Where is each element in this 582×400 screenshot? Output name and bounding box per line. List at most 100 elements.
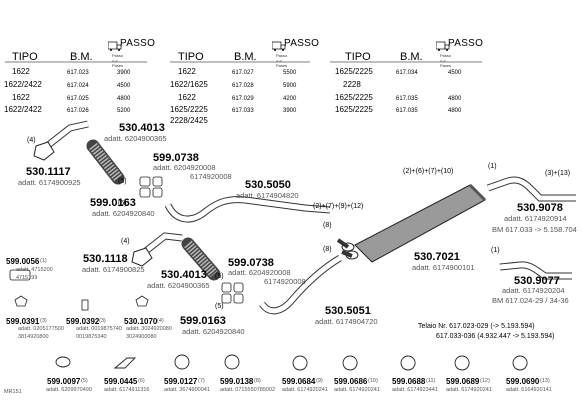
clamp-599-0738-bottom (221, 282, 244, 304)
intermediate-pipe-530-5051 (259, 254, 342, 315)
clamp-sub-0688: adatt. 6174923441 (392, 387, 438, 393)
ref-530-1118: (4) (121, 238, 130, 245)
table3-row3-passo: 4800 (448, 96, 462, 102)
table2-passo-badge: PASSO Passo <-> Pases (271, 38, 319, 68)
table3-row1-passo: 4500 (448, 70, 462, 76)
table2-row2-passo: 5900 (283, 83, 297, 89)
adatt2-530-1070: 3024900080 (126, 334, 157, 340)
table2-row5-tipo: 2228/2425 (170, 116, 208, 125)
part-number-599-0392: 599.0392 (66, 317, 100, 326)
table3-row4-bm: 617.035 (396, 108, 418, 114)
table3-row2-tipo: 2228 (343, 80, 361, 89)
clamp-pn-0684: 599.0684 (282, 377, 316, 386)
clamp-ref-0127: (7) (198, 378, 205, 384)
table3-passo-label: PASSO (448, 38, 484, 49)
ref-530-7021-top: (2)+(6)+(7)+(10) (403, 168, 454, 175)
part-bm-530-9077: BM 617.024-29 / 34-36 (492, 296, 569, 305)
table3-header-tipo: TIPO (345, 51, 371, 63)
table1-row1-bm: 617.023 (67, 70, 89, 76)
table3-row3-bm: 617.035 (396, 96, 418, 102)
ref-530-7021-side: (2)+(7)+(9)+(12) (313, 203, 364, 210)
adatt1-599-0391: adatt. 0205177500 (18, 326, 64, 332)
table2-row4-bm: 617.033 (232, 108, 254, 114)
clamp-ref-0686: (10) (368, 378, 378, 384)
ref-599-0392: (3) (99, 318, 106, 324)
table2-row2-bm: 617.028 (232, 83, 254, 89)
intermediate-pipe-530-5050 (164, 196, 331, 223)
part-bm-530-9078: BM 617.033 -> 5.158.704 (492, 225, 577, 234)
adatt1-530-1070: adatt. 3024920080 (126, 326, 172, 332)
clamp-ref-0689: (12) (480, 378, 490, 384)
adatt2-599-0056: 4715199 (16, 275, 38, 281)
clamp-pn-0127: 599.0127 (164, 377, 198, 386)
clamp-icons-row (55, 354, 528, 371)
table2-row4-tipo: 1625/2225 (170, 105, 208, 114)
clamp-pn-0445: 599.0445 (104, 377, 138, 386)
ref-599-0163-bottom: (5) (215, 303, 224, 310)
table1-row3-passo: 4800 (117, 96, 131, 102)
part-number-530-5050: 530.5050 (245, 179, 291, 191)
ref-530-9078-b: (3)+(13) (545, 170, 571, 177)
table3-row1-bm: 617.034 (396, 70, 418, 76)
clamp-ref-0684: (9) (316, 378, 323, 384)
part-adatt-530-4013-top: adatt. 6204900365 (104, 134, 167, 143)
part-adatt-530-1117: adatt. 6174900925 (18, 178, 81, 187)
front-pipe-530-1118 (131, 232, 183, 267)
ref-530-7021-8a: (8) (323, 222, 332, 229)
part-number-599-0163-bottom: 599.0163 (180, 315, 226, 327)
part-number-530-1118: 530.1118 (83, 253, 128, 265)
truck-icon (107, 41, 122, 51)
clamp-pn-0690: 599.0690 (506, 377, 540, 386)
telaio-note-line2: 617.033-036 (4.932.447 -> 5.193.594) (436, 333, 555, 340)
part-adatt2-599-0738-top: 6174920008 (190, 172, 232, 181)
clamp-sub-0689: adatt. 6174920241 (446, 387, 492, 393)
part-adatt-530-9078: adatt. 6174920914 (504, 214, 567, 223)
part-number-530-4013-bottom: 530.4013 (161, 269, 207, 281)
part-number-530-9077: 530.9077 (514, 275, 560, 287)
clamp-sub-0445: adatt. 6174911316 (104, 387, 150, 393)
table3-row4-passo: 4800 (448, 108, 462, 114)
clamp-sub-0686: adatt. 6174920241 (334, 387, 380, 393)
table1-row2-tipo: 1622/2422 (4, 80, 42, 89)
adatt1-599-0056: adatt. 4715200 (16, 267, 53, 273)
part-adatt-530-1118: adatt. 6174900825 (82, 265, 145, 274)
table1-row2-passo: 4500 (117, 83, 131, 89)
table1-passo-badge: PASSO Passo <-> Pases (107, 38, 155, 68)
clamp-ref-0138: (8) (254, 378, 261, 384)
adatt1-599-0392: adatt. 0019875740 (76, 326, 122, 332)
clamp-599-0738-top (139, 176, 163, 198)
part-number-599-0738-top: 599.0738 (153, 152, 199, 164)
table1-passo-tag: Passo <-> Pases (112, 53, 124, 68)
ref-530-7021-8b: (8) (323, 246, 332, 253)
clamp-sub-0138: adatt. 0715550785002 (220, 387, 276, 393)
table2-row1-passo: 5500 (283, 70, 297, 76)
table2-header-bm: B.M. (234, 51, 257, 63)
part-number-530-1070: 530.1070 (124, 317, 158, 326)
table2-row3-tipo: 1622 (178, 93, 196, 102)
table2-passo-label: PASSO (284, 38, 320, 49)
table2-row2-tipo: 1622/1625 (170, 80, 208, 89)
ref-530-9078-a: (1) (488, 163, 497, 170)
part-number-530-9078: 530.9078 (517, 202, 563, 214)
table3-row3-tipo: 1625/2225 (335, 93, 373, 102)
clamp-ref-0097: (5) (81, 378, 88, 384)
part-adatt2-599-0738-bottom: 6174920008 (264, 277, 306, 286)
table2-row3-bm: 617.029 (232, 96, 254, 102)
part-adatt-530-4013-bottom: adatt. 6204900365 (147, 281, 210, 290)
part-number-599-0163-top: 599.0163 (90, 197, 136, 209)
table1-row2-bm: 617.024 (67, 83, 89, 89)
table2-row1-bm: 617.027 (232, 70, 254, 76)
part-number-530-1117: 530.1117 (26, 166, 71, 178)
clamp-ref-0690: (13) (540, 378, 550, 384)
part-number-530-4013-top: 530.4013 (119, 122, 165, 134)
flex-pipe-530-4013-top (86, 139, 125, 185)
tail-pipe-530-9078 (486, 176, 576, 202)
part-number-530-5051: 530.5051 (325, 305, 371, 317)
part-number-530-7021: 530.7021 (414, 251, 460, 263)
table2-row3-passo: 4200 (283, 96, 297, 102)
ref-530-1070: (4) (157, 318, 164, 324)
clamp-ref-0445: (6) (138, 378, 145, 384)
table3-row1-tipo: 1625/2225 (335, 67, 373, 76)
part-number-599-0391: 599.0391 (6, 317, 40, 326)
table1-row4-tipo: 1622/2422 (4, 105, 42, 114)
